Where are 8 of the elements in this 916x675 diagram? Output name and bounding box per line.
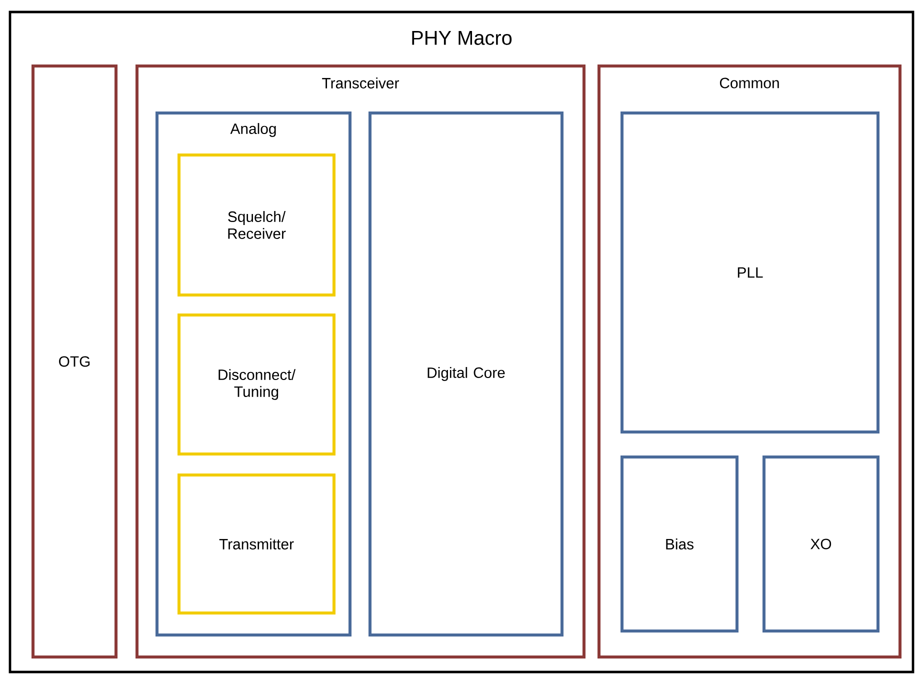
block-box: Squelch/ Receiver xyxy=(178,154,336,296)
block-box: Bias xyxy=(620,456,738,632)
block-box: Transmitter xyxy=(178,474,336,614)
block-box: Disconnect/ Tuning xyxy=(178,314,336,456)
block-box: Digital Core xyxy=(368,112,564,636)
block-box: XO xyxy=(762,456,880,632)
block-box: PLL xyxy=(620,112,880,434)
block-box: OTG xyxy=(32,64,118,658)
